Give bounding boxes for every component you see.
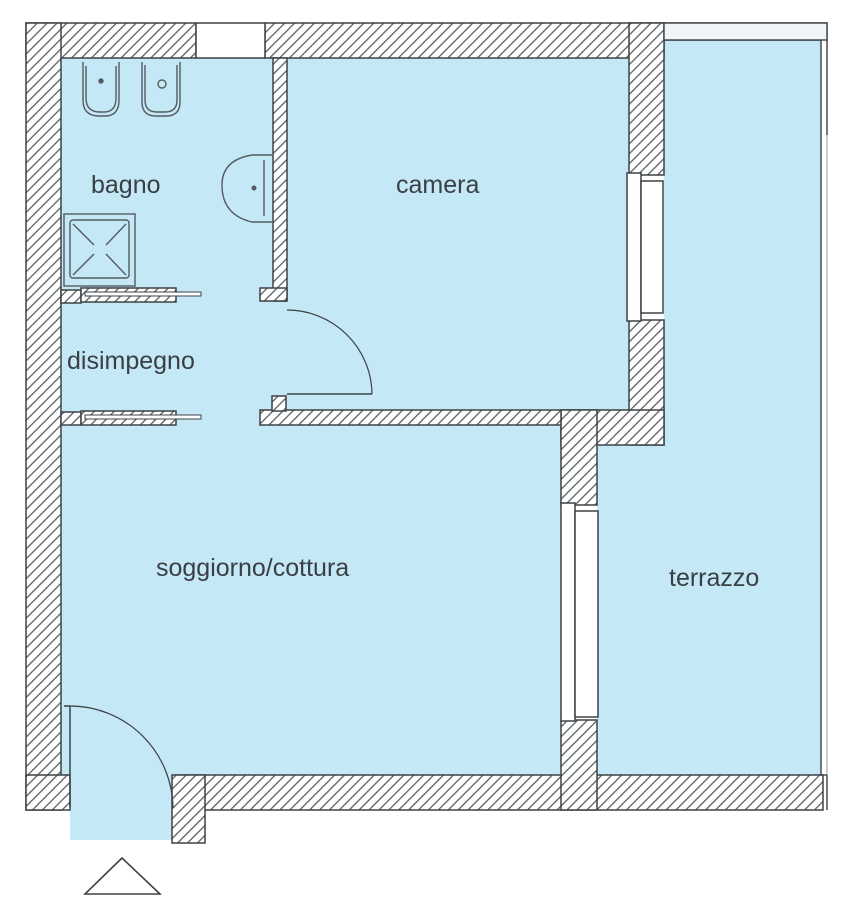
wall-soggiorno-right-bottom bbox=[560, 719, 598, 811]
wall-entrance-left bbox=[25, 774, 71, 811]
floor-terrazzo-lower bbox=[597, 410, 821, 775]
window-soggiorno bbox=[560, 502, 599, 722]
window-bagno bbox=[195, 22, 266, 59]
room-labels: bagno camera disimpegno soggiorno/cottur… bbox=[67, 171, 759, 592]
wall-top-right bbox=[264, 22, 665, 59]
sliding-door-soggiorno bbox=[80, 410, 202, 426]
floor-camera bbox=[287, 58, 629, 410]
windows bbox=[195, 22, 664, 722]
shower-icon bbox=[63, 213, 136, 287]
wall-soggiorno-right-top bbox=[560, 409, 598, 506]
wall-camera-bottom-stub bbox=[271, 395, 287, 412]
label-bagno: bagno bbox=[91, 171, 161, 199]
wall-partition-stub bbox=[259, 287, 288, 302]
bathroom-fixtures bbox=[63, 62, 272, 287]
wall-bagno-bottom-stub bbox=[60, 289, 82, 304]
hinged-doors bbox=[64, 309, 373, 809]
floor-entrance bbox=[70, 770, 176, 840]
door-entrance bbox=[64, 705, 174, 809]
entrance-triangle-icon bbox=[83, 856, 163, 895]
floors bbox=[61, 40, 821, 840]
floor-soggiorno bbox=[61, 425, 561, 775]
bidet-icon bbox=[82, 62, 120, 117]
wc-icon bbox=[141, 62, 181, 117]
wall-disimpegno-bottom-stub bbox=[60, 411, 82, 426]
sliding-door-bagno bbox=[80, 287, 202, 303]
window-camera bbox=[626, 172, 664, 322]
label-soggiorno: soggiorno/cottura bbox=[156, 554, 349, 582]
wall-bottom bbox=[175, 774, 824, 811]
washbasin-icon bbox=[221, 154, 272, 223]
label-terrazzo: terrazzo bbox=[669, 564, 759, 592]
terrace-railing bbox=[663, 22, 828, 810]
wall-left bbox=[25, 22, 62, 811]
label-camera: camera bbox=[396, 171, 479, 199]
door-camera bbox=[286, 309, 373, 395]
floor-bagno bbox=[61, 58, 273, 300]
wall-entrance-right bbox=[171, 774, 206, 844]
wall-partition-vertical bbox=[272, 57, 288, 302]
wall-camera-bottom bbox=[259, 409, 562, 426]
label-disimpegno: disimpegno bbox=[67, 347, 195, 375]
sliding-doors bbox=[80, 287, 202, 426]
wall-camera-right-top bbox=[628, 22, 665, 176]
